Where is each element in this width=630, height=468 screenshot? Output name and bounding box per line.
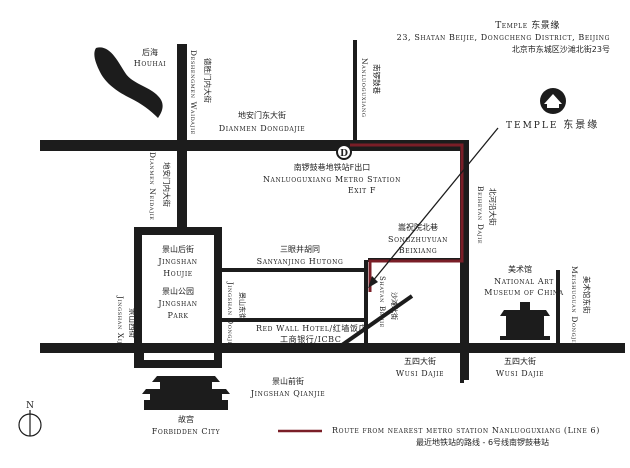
jingshan-park-block <box>134 227 222 368</box>
forbidden-city-icon <box>142 376 230 410</box>
houhai-cn: 后海 <box>142 47 158 57</box>
dianmen-dongdajie-en: Dianmen Dongdajie <box>219 124 306 133</box>
wusi-dajie-1-cn: 五四大街 <box>404 356 436 366</box>
road-dianmen-dongdajie <box>40 140 465 151</box>
art-museum-en1: National Art <box>494 277 554 286</box>
brand-name: Temple 东景缘 <box>495 19 560 31</box>
road-diagonal-icbc <box>340 294 414 347</box>
wusi-dajie-2-en: Wusi Dajie <box>496 369 544 378</box>
houhai-lake <box>94 47 163 118</box>
logo-text: TEMPLE 东景缘 <box>506 118 599 131</box>
address-cn: 北京市东城区沙滩北街23号 <box>512 44 610 54</box>
shatan-beijie-en: Shatan Beijie <box>378 276 386 328</box>
forbidden-city-en: Forbidden City <box>152 427 221 436</box>
songzhuyuan-en1: Songzhuyuan <box>388 235 448 244</box>
address-en: 23, Shatan Beijie, Dongcheng District, B… <box>397 33 610 42</box>
shatan-beijie-cn: 沙滩北街 <box>390 292 399 320</box>
nanluoguxiang-cn: 南锣鼓巷 <box>372 64 382 94</box>
jingshan-houjie-en2: Houjie <box>163 269 193 278</box>
jingshan-qianjie-cn: 景山前街 <box>272 376 304 386</box>
songzhuyuan-cn: 嵩祝院北巷 <box>398 222 438 232</box>
icbc: 工商银行/ICBC <box>280 334 342 344</box>
road-sanyanjing <box>220 268 368 272</box>
jingshan-xijie-en: Jingshan Xijie <box>116 295 125 351</box>
jingshan-park-en1: Jingshan <box>157 299 197 308</box>
jingshan-park-cn: 景山公园 <box>162 286 194 296</box>
compass-icon <box>18 410 42 437</box>
deshengmen-cn: 德胜门内大街 <box>203 58 213 103</box>
metro-route <box>350 143 464 292</box>
road-dianmen-neidajie <box>178 150 182 230</box>
dianmen-neidajie-en: Dianmen Neidajie <box>148 152 157 221</box>
temple-logo-icon <box>540 88 566 114</box>
wusi-dajie-2-cn: 五四大街 <box>504 356 536 366</box>
red-wall-hotel: Red Wall Hotel/红墙饭店 <box>256 323 367 333</box>
legend-text-cn: 最近地铁站的路线 - 6号线南锣鼓巷站 <box>416 437 549 447</box>
legend-text-en: Route from nearest metro station Nanluog… <box>332 426 600 435</box>
jingshan-houjie-cn: 景山后街 <box>162 244 194 254</box>
dianmen-neidajie-cn: 地安门内大街 <box>162 162 172 207</box>
compass-label: N <box>26 401 34 411</box>
forbidden-city-cn: 故宫 <box>178 414 194 424</box>
sanyanjing-cn: 三眼井胡同 <box>280 244 320 254</box>
jingshan-dongjie-en: Jingshan Dongjie <box>226 281 234 348</box>
jingshan-houjie-en1: Jingshan <box>157 257 197 266</box>
road-wusi-dajie <box>40 343 625 353</box>
art-museum-cn: 美术馆 <box>508 264 532 274</box>
jingshan-xijie-cn: 景山西街 <box>128 308 138 338</box>
jingshan-qianjie-en: Jingshan Qianjie <box>250 389 325 398</box>
road-south-branch <box>460 353 464 383</box>
beiheyan-cn: 北河沿大街 <box>488 188 498 226</box>
beiheyan-en: Beiheyan Dajie <box>476 186 485 244</box>
jingshan-park-en2: Park <box>167 311 188 320</box>
art-museum-icon <box>500 302 550 340</box>
songzhuyuan-en2: Beixiang <box>399 246 437 255</box>
meishuguan-cn: 美术馆东街 <box>582 276 592 314</box>
hotel-pointer-arrow <box>368 127 499 288</box>
metro-station-en2: Exit F <box>348 186 376 195</box>
sanyanjing-en: Sanyanjing Hutong <box>257 257 344 266</box>
nanluoguxiang-en: Nanluoguxiang <box>360 58 369 117</box>
art-museum-en2: Museum of China <box>484 288 563 297</box>
jingshan-dongjie-cn: 景山东街 <box>238 292 247 320</box>
road-beiheyan <box>460 140 469 380</box>
road-red-wall <box>220 318 368 322</box>
road-meishuguan-dongjie <box>556 270 560 348</box>
road-deshengmen <box>177 44 187 228</box>
metro-icon: D <box>336 144 352 160</box>
wusi-dajie-1-en: Wusi Dajie <box>396 369 444 378</box>
houhai-en: Houhai <box>134 59 167 68</box>
road-nanluoguxiang <box>353 40 357 143</box>
svg-text:D: D <box>340 149 348 159</box>
metro-station-cn: 南锣鼓巷地铁站F出口 <box>294 162 371 172</box>
metro-station-en1: Nanluoguxiang Metro Station <box>263 175 401 184</box>
deshengmen-en: Deshengmen Waidajie <box>189 50 198 135</box>
road-shatan-beijie <box>364 260 368 344</box>
meishuguan-en: Meishuguan Dongjie <box>570 266 579 347</box>
dianmen-dongdajie-cn: 地安门东大街 <box>238 110 286 120</box>
